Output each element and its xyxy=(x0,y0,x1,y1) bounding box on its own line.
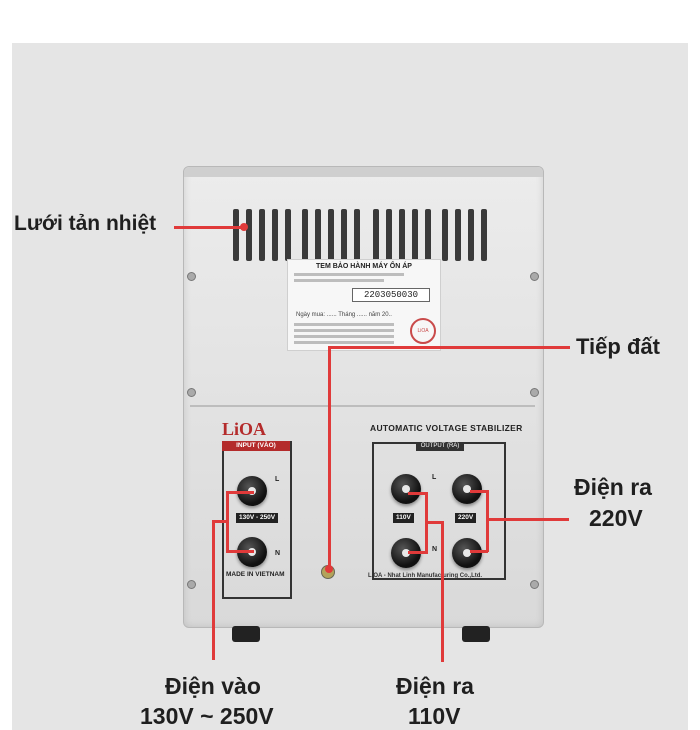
brand-logo: LiOA xyxy=(222,419,267,439)
screw xyxy=(187,272,196,281)
device-foot xyxy=(462,626,490,642)
output-220-terminal-n[interactable] xyxy=(452,538,482,568)
device-foot xyxy=(232,626,260,642)
output-terminal-box: OUTPUT (RA) xyxy=(372,442,506,580)
screw xyxy=(187,580,196,589)
screw xyxy=(530,580,539,589)
output-l-label: L xyxy=(432,474,437,481)
sticker-date-line: Ngày mua: ...... Tháng ...... năm 20.. xyxy=(296,312,392,318)
input-label-line2: 130V ~ 250V xyxy=(140,703,274,729)
screw xyxy=(530,272,539,281)
front-lower-panel xyxy=(190,405,535,619)
output-220-terminal-l[interactable] xyxy=(452,474,482,504)
output-220-label-line2: 220V xyxy=(589,505,643,531)
heat-sink-label: Lưới tản nhiệt xyxy=(14,212,157,235)
output-110-label-line1: Điện ra xyxy=(396,673,474,699)
device-top-edge xyxy=(184,167,543,177)
output-220-label-line1: Điện ra xyxy=(574,474,652,500)
made-in-label: MADE IN VIETNAM xyxy=(226,571,285,578)
output-110-terminal-l[interactable] xyxy=(391,474,421,504)
input-l-label: L xyxy=(275,476,280,483)
sticker-fine-print xyxy=(294,273,434,282)
output-110-tag: 110V xyxy=(393,513,414,523)
output-220-tag: 220V xyxy=(455,513,477,523)
warranty-sticker: TEM BẢO HÀNH MÁY ỔN ÁP 2203050030 Ngày m… xyxy=(287,259,441,351)
ground-label: Tiếp đất xyxy=(576,334,660,359)
sticker-serial: 2203050030 xyxy=(352,288,430,302)
sticker-seal: LiOA xyxy=(410,318,436,344)
output-n-label: N xyxy=(432,546,438,553)
sticker-fine-print-2 xyxy=(294,320,404,344)
screw xyxy=(530,388,539,397)
sticker-title: TEM BẢO HÀNH MÁY ỔN ÁP xyxy=(316,263,412,270)
input-header: INPUT (VÀO) xyxy=(222,441,290,451)
output-header: OUTPUT (RA) xyxy=(416,442,464,451)
output-110-label-line2: 110V xyxy=(408,703,461,729)
input-range-tag: 130V - 250V xyxy=(236,513,279,523)
input-label-line1: Điện vào xyxy=(165,673,261,699)
input-n-label: N xyxy=(275,550,281,557)
screw xyxy=(187,388,196,397)
panel-title: AUTOMATIC VOLTAGE STABILIZER xyxy=(370,423,523,433)
manufacturer-label: LiOA - Nhat Linh Manufacturing Co.,Ltd. xyxy=(368,573,483,579)
